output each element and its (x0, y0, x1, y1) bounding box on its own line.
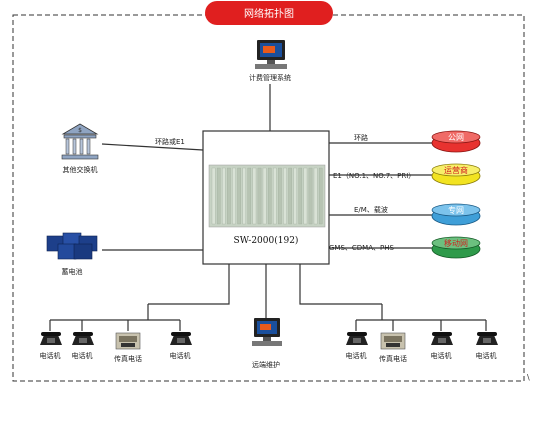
phone-icon (476, 332, 498, 345)
network-public-icon: 公网 (431, 130, 481, 153)
right-link-3: GMS、CDMA、PHS (329, 244, 432, 252)
switch-slot (318, 167, 323, 225)
phone-label-5: 电话机 (431, 351, 452, 360)
phone-icon (40, 332, 62, 345)
phone-label-4: 电话机 (346, 351, 367, 360)
fax-icon (115, 332, 141, 350)
network-private-label: 专网 (448, 205, 464, 215)
corner-mark: \ (527, 373, 530, 382)
fax-icon (380, 332, 406, 350)
switch-slot (222, 167, 226, 225)
phone-label-2: 电话机 (72, 351, 93, 360)
switch-slot (308, 167, 313, 225)
switch-slot (293, 167, 297, 225)
switch-slot (247, 167, 252, 225)
billing-computer-icon (255, 40, 287, 69)
switch-slot (278, 167, 282, 225)
title-banner: 网络拓扑图 (205, 1, 333, 25)
svg-text:E1（NO.1、NO.7、PRI）: E1（NO.1、NO.7、PRI） (333, 172, 415, 180)
exchange-building-icon: $ (61, 123, 99, 160)
network-carrier-label: 运营商 (444, 165, 468, 175)
diagram-title: 网络拓扑图 (244, 7, 294, 20)
svg-text:$: $ (78, 127, 82, 134)
right-link-1: E1（NO.1、NO.7、PRI） (329, 172, 432, 180)
billing-label: 计费管理系统 (249, 73, 291, 82)
phone-icon (431, 332, 453, 345)
right-link-2: E/M、载波 (329, 205, 432, 216)
remote-computer-icon (252, 318, 282, 346)
network-public-label: 公网 (448, 133, 464, 142)
switch-slot (303, 167, 308, 225)
phone-icon (170, 332, 192, 345)
core-switch (202, 130, 330, 265)
network-mobile-label: 移动网 (444, 238, 468, 248)
link-other-exchange (101, 143, 204, 151)
switch-slot (227, 167, 231, 225)
network-carrier-icon: 运营商 (431, 163, 481, 186)
switch-slot (257, 167, 262, 225)
svg-text:GMS、CDMA、PHS: GMS、CDMA、PHS (329, 244, 394, 252)
switch-slot (242, 167, 246, 225)
phone-label-3: 电话机 (170, 351, 191, 360)
switch-slot (267, 167, 272, 225)
phone-icon (72, 332, 94, 345)
phone-label-6: 电话机 (476, 351, 497, 360)
switch-slot (237, 167, 241, 225)
other-exchange-label: 其他交换机 (63, 165, 98, 174)
link-other-label: 环路或E1 (155, 137, 185, 146)
switch-slot (273, 167, 277, 225)
switch-slot (232, 167, 236, 225)
battery-label: 蓄电池 (62, 267, 83, 276)
switch-slot (216, 167, 221, 225)
switch-slots (211, 167, 323, 225)
phone-label-1: 电话机 (40, 351, 61, 360)
network-private-icon: 专网 (431, 203, 481, 226)
fax-label-2: 传真电话 (379, 354, 407, 363)
battery-icon (46, 232, 98, 260)
bottom-links (49, 264, 487, 331)
switch-slot (313, 167, 318, 225)
core-label: SW-2000(192) (234, 235, 299, 246)
switch-slot (211, 167, 216, 225)
svg-text:E/M、载波: E/M、载波 (354, 205, 388, 214)
switch-slot (298, 167, 303, 225)
network-mobile-icon: 移动网 (431, 236, 481, 259)
fax-label-1: 传真电话 (114, 354, 142, 363)
switch-slot (288, 167, 292, 225)
diagram-border (12, 14, 525, 382)
switch-slot (262, 167, 267, 225)
right-link-0: 环路 (329, 133, 432, 144)
switch-slot (283, 167, 287, 225)
switch-slot (252, 167, 257, 225)
remote-label: 远端维护 (252, 360, 280, 369)
svg-text:环路: 环路 (354, 133, 368, 142)
phone-icon (346, 332, 368, 345)
